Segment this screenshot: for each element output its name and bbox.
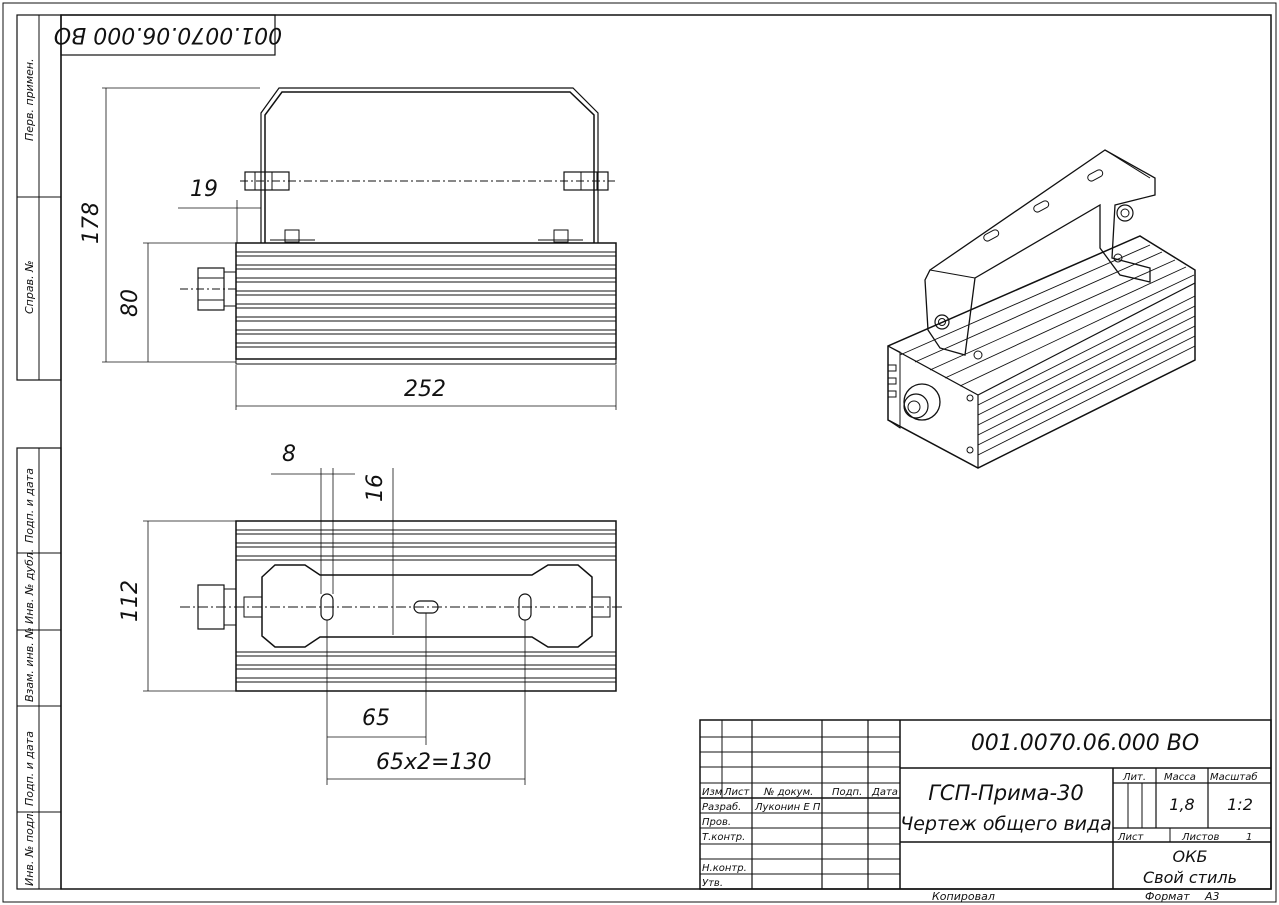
- label-vzam-inv: Взам. инв. №: [23, 627, 36, 702]
- dim-16: 16: [363, 474, 388, 502]
- dim-252: 252: [404, 377, 446, 402]
- dim-80: 80: [118, 289, 143, 317]
- col-data: Дата: [871, 787, 898, 798]
- label-massa: Масса: [1164, 772, 1196, 783]
- label-podp-data-2: Подп. и дата: [23, 731, 36, 806]
- row-utv: Утв.: [702, 878, 723, 889]
- col-izm: Изм: [702, 787, 723, 798]
- label-list: Лист: [1117, 832, 1145, 843]
- kopiroval: Копировал: [932, 890, 995, 903]
- dim-178: 178: [79, 202, 104, 244]
- label-sprav-no: Справ. №: [23, 260, 36, 314]
- left-strip: Перв. примен. Справ. № Подп. и дата Инв.…: [16, 14, 62, 890]
- dim-65: 65: [362, 706, 390, 731]
- label-lit: Лит.: [1122, 772, 1146, 783]
- razrab-name: Луконин Е П: [754, 802, 821, 813]
- mass-value: 1,8: [1169, 795, 1194, 814]
- row-prov: Пров.: [702, 817, 731, 828]
- col-podp: Подп.: [832, 787, 862, 798]
- row-tkontr: Т.контр.: [702, 832, 745, 843]
- isometric-view: [887, 149, 1196, 469]
- doc-type: Чертеж общего вида: [900, 813, 1112, 835]
- format-value: А3: [1204, 890, 1220, 903]
- scale-value: 1:2: [1227, 795, 1253, 814]
- col-docum: № докум.: [763, 787, 813, 798]
- product-name: ГСП-Прима-30: [928, 781, 1084, 805]
- col-list: Лист: [723, 787, 751, 798]
- row-nkontr: Н.контр.: [702, 863, 747, 874]
- format-label: Формат: [1145, 890, 1190, 903]
- top-code-box: 001.0070.06.000 ВО: [54, 14, 282, 56]
- label-masshtab: Масштаб: [1210, 771, 1258, 783]
- label-inv-podl: Инв. № подл.: [23, 810, 36, 886]
- dim-19: 19: [190, 177, 218, 202]
- inner-frame: [60, 14, 1272, 890]
- org-line1: ОКБ: [1173, 847, 1208, 866]
- label-perv-primen: Перв. примен.: [23, 58, 36, 141]
- title-block: 001.0070.06.000 ВО ГСП-Прима-30 Чертеж о…: [699, 719, 1272, 890]
- label-podp-data-1: Подп. и дата: [23, 468, 36, 543]
- dim-112: 112: [118, 580, 143, 622]
- title-code: 001.0070.06.000 ВО: [971, 731, 1199, 756]
- dim-8: 8: [282, 442, 296, 467]
- label-inv-dubl: Инв. № дубл.: [23, 549, 36, 624]
- org-line2: Свой стиль: [1143, 868, 1237, 887]
- dim-130: 65x2=130: [376, 750, 491, 775]
- top-view: 8 16 112 65 65x2=130: [118, 442, 625, 785]
- front-view: 19 178 80 252: [79, 87, 617, 410]
- top-code-text: 001.0070.06.000 ВО: [54, 22, 282, 47]
- row-razrab: Разраб.: [702, 801, 741, 813]
- label-listov: Листов: [1181, 832, 1219, 843]
- listov-value: 1: [1246, 832, 1252, 843]
